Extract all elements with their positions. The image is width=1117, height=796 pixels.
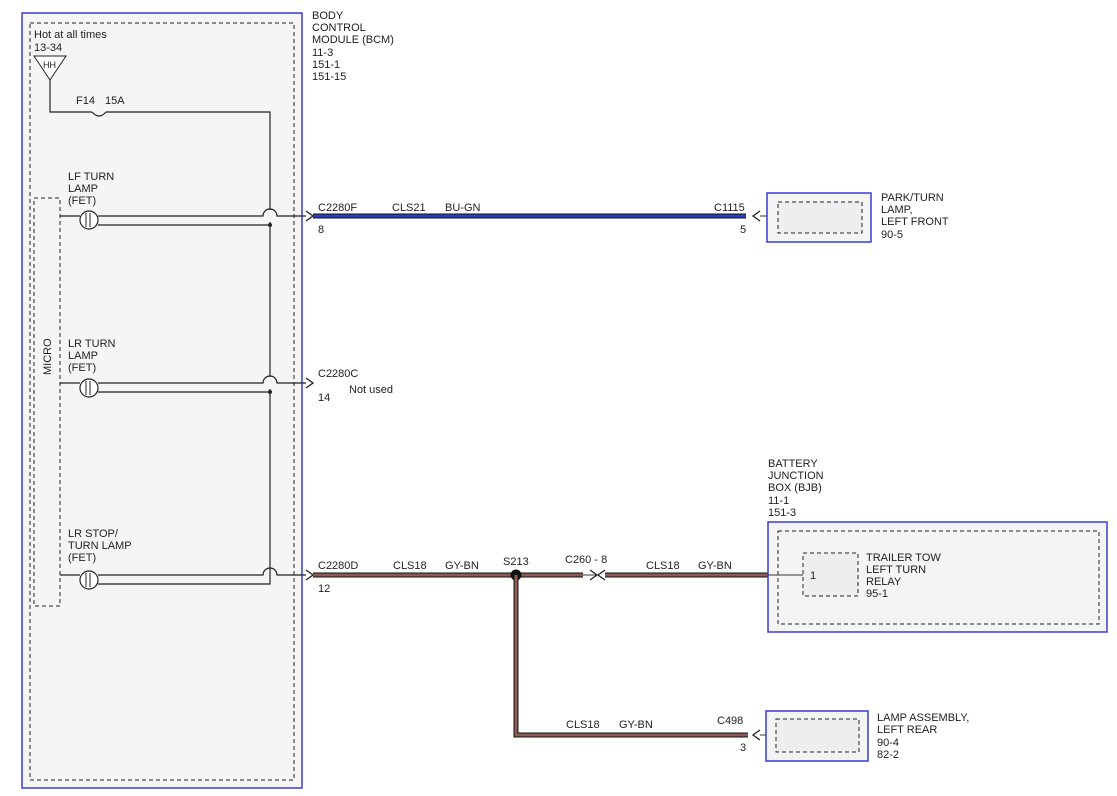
fuse-rating: 15A [105,95,125,107]
bcm-ref-1: 11-3 [312,47,333,59]
lr-connector: C2280C [318,368,358,380]
lf-far-pin: 5 [740,224,746,236]
fuse-icon [91,111,107,117]
bjb-title-3: BOX (BJB) [768,482,822,494]
hot-label: Hot at all times [34,29,107,41]
stop-connector: C2280D [318,560,358,572]
lf-wire-color-label: BU-GN [445,202,481,214]
bcm-ref-3: 151-15 [312,71,346,83]
stop-circuit: CLS18 [393,560,427,572]
rear-circuit: CLS18 [566,719,600,731]
bjb-inner-dashed [777,530,1100,625]
rear-wire [513,575,748,738]
rear-pin: 3 [740,742,746,754]
connector-c2280f-icon [305,210,315,222]
lf-turn-label-1: LF TURN [68,171,114,183]
bus-junction-dot [268,390,272,394]
bjb-ref-1: 11-1 [768,495,789,507]
rear-lamp-ref-1: 90-4 [877,737,899,749]
inline-connector: C260 - 8 [565,554,607,566]
micro-label: MICRO [42,338,54,375]
lf-pin: 8 [318,224,324,236]
bjb-ref-2: 151-3 [768,507,796,519]
source-symbol: HH [43,60,56,70]
rear-lamp-label-2: LEFT REAR [877,724,937,736]
bcm-title-1: BODY [312,10,344,22]
fet-icon [79,210,99,230]
stop-turn-label-2: TURN LAMP [68,540,132,552]
bcm-ref-2: 151-1 [312,59,340,71]
rear-wire-color [514,575,748,737]
stop-wire-color-label-2: GY-BN [698,560,732,572]
fet-icon [79,378,99,398]
relay-label-2: LEFT TURN [866,564,926,576]
hot-ref: 13-34 [34,42,62,54]
park-turn-label-2: LAMP, [881,204,913,216]
connector-c2280c-icon [305,377,315,389]
lr-turn-label-1: LR TURN [68,338,116,350]
relay-pin: 1 [810,570,816,582]
lr-turn-label-3: (FET) [68,362,96,374]
bcm-title-3: MODULE (BCM) [312,34,394,46]
rear-lamp-label-1: LAMP ASSEMBLY, [877,712,969,724]
fet-icon [79,570,99,590]
connector-c498-icon [751,729,761,741]
stop-turn-label-1: LR STOP/ [68,528,119,540]
relay-box [802,552,859,597]
rear-connector: C498 [717,715,743,727]
lr-not-used: Not used [349,384,393,396]
bus-junction-dot [268,223,272,227]
park-turn-ref: 90-5 [881,229,903,241]
rear-wire-color-label: GY-BN [619,719,653,731]
bjb-title-2: JUNCTION [768,470,824,482]
relay-ref: 95-1 [866,588,888,600]
stop-turn-label-3: (FET) [68,552,96,564]
bcm-module-box [21,12,303,789]
park-turn-label-3: LEFT FRONT [881,216,949,228]
fuse-name: F14 [76,95,95,107]
bcm-title-2: CONTROL [312,22,366,34]
relay-label-1: TRAILER TOW [866,552,941,564]
rear-lamp-ref-2: 82-2 [877,749,899,761]
stop-wire-color-label: GY-BN [445,560,479,572]
relay-label-3: RELAY [866,576,902,588]
lf-turn-label-2: LAMP [68,183,98,195]
lf-circuit: CLS21 [392,202,426,214]
stop-circuit-2: CLS18 [646,560,680,572]
lf-turn-label-3: (FET) [68,195,96,207]
rear-lamp-inner [775,718,860,753]
splice-label: S213 [503,556,529,568]
bjb-title-1: BATTERY [768,458,818,470]
lr-turn-label-2: LAMP [68,350,98,362]
lf-connector: C2280F [318,202,357,214]
lr-pin: 14 [318,392,330,404]
lf-far-connector: C1115 [714,202,745,214]
connector-c1115-icon [751,210,761,222]
stop-pin: 12 [318,583,330,595]
park-turn-label-1: PARK/TURN [881,192,944,204]
power-source-icon: HH [33,55,67,81]
connector-c2280d-icon [305,569,315,581]
park-turn-lamp-inner [777,201,863,234]
